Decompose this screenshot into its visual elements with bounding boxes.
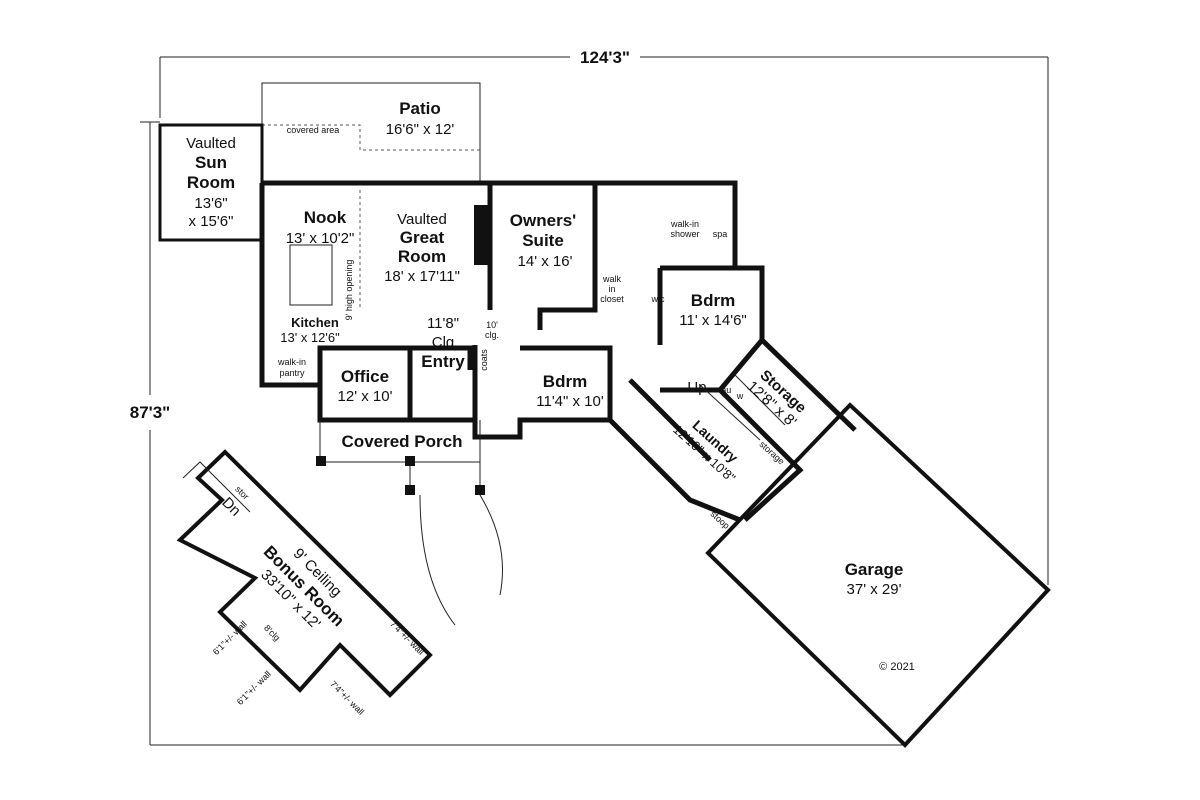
sun-room-label: Sun [195,153,227,172]
covered-area-note: covered area [287,125,340,135]
copyright: © 2021 [879,661,915,673]
ceiling-note: 10' [486,320,498,330]
ceiling-note: 8'clg [262,623,282,643]
bedroom-2-label: Bdrm [691,291,735,310]
wall-note: 7'4"+/- wall [328,679,366,717]
water-heater-label: w [736,391,744,401]
pantry-label: walk-in [277,357,306,367]
garage-size: 37' x 29' [847,581,902,598]
sun-room-label: Room [187,173,235,192]
entry-ceiling: 11'8" [427,315,459,332]
coats-closet-label: coats [479,349,489,371]
office-label: Office [341,367,389,386]
opening-note: 9' high opening [344,260,354,321]
owners-suite-label: Owners' [510,211,576,230]
garage-walls [705,402,1051,748]
owners-suite-size: 14' x 16' [518,253,573,270]
ceiling-note: clg. [485,330,499,340]
covered-porch-label: Covered Porch [342,432,463,451]
office-size: 12' x 10' [338,388,393,405]
front-walkway [419,494,503,626]
dimension-lines [140,56,1049,746]
closet-label: walk [602,274,622,284]
kitchen-island [289,244,333,306]
patio-size: 16'6" x 12' [386,121,455,138]
kitchen-label: Kitchen [291,315,339,330]
great-room-size: 18' x 17'11" [384,268,460,285]
wic-label: wic [651,294,665,304]
stairs [699,374,786,441]
stoop-label: stoop [708,509,731,531]
covered-area-outline [262,124,480,151]
sun-room-size: x 15'6" [189,213,234,230]
wall-note: 6'1"+/- wall [235,669,273,707]
pantry-label: pantry [279,368,305,378]
fireplace [474,205,490,265]
sun-room-label: Vaulted [186,135,236,152]
stairs-up-label: Up [687,379,706,396]
nook-size: 13' x 10'2" [286,230,355,247]
wall-note: 6'1"+/- wall [211,619,249,657]
bonus-stairs [182,461,251,513]
width-dimension: 124'3" [580,48,630,67]
great-room-label: Great [400,228,445,247]
bedroom-2-size: 11' x 14'6" [679,312,747,329]
closet-label: in [608,284,615,294]
bedroom-3-size: 11'4" x 10' [536,393,604,410]
kitchen-size: 13' x 12'6" [280,330,340,345]
garage-label: Garage [845,560,904,579]
storage-note: storage [758,439,787,467]
bonus-room-walls [176,449,433,698]
bedroom-3-label: Bdrm [543,372,587,391]
shower-label: shower [670,229,699,239]
nook-label: Nook [304,208,347,227]
owners-suite-label: Suite [522,231,564,250]
closet-label: closet [600,294,624,304]
wall-note: 7'4"+/- wall [388,619,426,657]
great-room-label: Room [398,247,446,266]
spa-label: spa [713,229,728,239]
porch-posts [316,456,485,495]
fau-label: fau [719,385,732,395]
patio-outline [261,82,481,183]
entry-label: Entry [421,352,465,371]
entry-ceiling: Clg [432,334,455,351]
depth-dimension: 87'3" [130,403,170,422]
shower-label: walk-in [670,219,699,229]
sun-room-size: 13'6" [194,195,227,212]
patio-label: Patio [399,99,441,118]
great-room-label: Vaulted [397,211,447,228]
